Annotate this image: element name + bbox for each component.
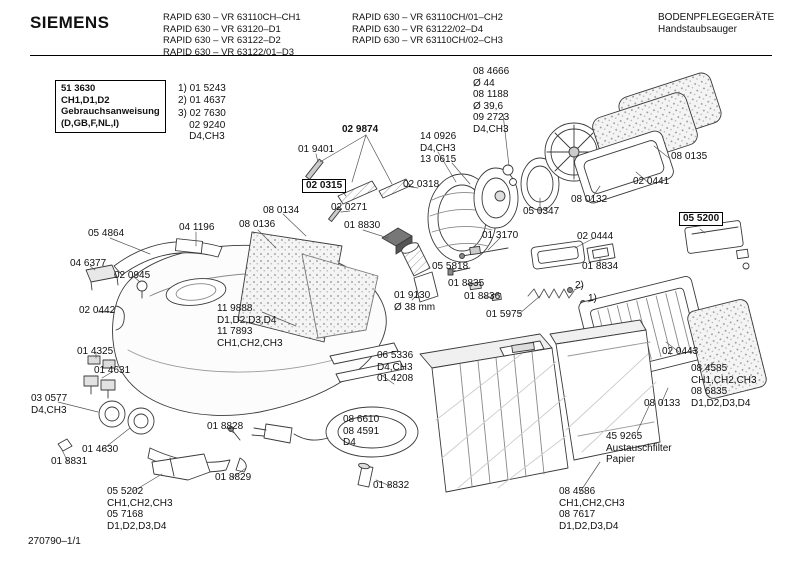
part-label-01-9401: 01 9401 [298,144,335,155]
model-line: RAPID 630 – VR 63122–D2 [163,35,281,46]
part-label-01-4325: 01 4325 [77,346,114,357]
part-label-01-8829: 01 8829 [215,472,252,483]
model-line: RAPID 630 – VR 63122/02–D4 [352,23,483,35]
part-label-01-8835: 01 8835 [448,278,485,289]
part-label-02-0315: 02 0315 [302,179,347,193]
part-label-08-0134: 08 0134 [263,205,300,216]
part-label-08-0133: 08 0133 [644,398,681,409]
part-label-08-4586: 08 4586 CH1,CH2,CH3 08 7617 D1,D2,D3,D4 [559,486,625,532]
seal-frame [530,240,586,270]
part-label-08-0135: 08 0135 [671,151,708,162]
part-label-01-8831: 01 8831 [51,456,88,467]
ref-label-2: 2) [575,280,584,291]
part-label-05-5200: 05 5200 [679,212,724,226]
elbow-pipe [401,242,439,303]
left-small-parts [57,264,247,481]
model-line: RAPID 630 – VR 63120–D1 [163,23,281,35]
part-label-08-4666: 08 4666 Ø 44 08 1188 Ø 39,6 09 2723 D4,C… [473,66,510,135]
part-label-02-0441: 02 0441 [633,176,670,187]
part-label-02-0318: 02 0318 [403,179,440,190]
part-label-01-4631: 01 4631 [94,365,131,376]
part-label-05-5818: 05 5818 [432,261,469,272]
part-label-01-9130: 01 9130 Ø 38 mm [394,290,436,313]
part-label-08-0132: 08 0132 [571,194,608,205]
manual-info-box: 51 3630 CH1,D1,D2 Gebrauchsanweisung (D,… [55,80,166,133]
motor-assembly [427,164,519,263]
part-label-02-0271: 02 0271 [331,202,368,213]
axle-parts [447,245,586,306]
part-label-08-4585: 08 4585 CH1,CH2,CH3 08 6835 D1,D2,D3,D4 [691,363,757,409]
dust-container-front [419,333,569,493]
part-label-03-0577: 03 0577 D4,CH3 [31,393,68,416]
power-cord [251,406,419,458]
legend-numbers-b: 3) 02 7630 02 9240 D4,CH3 [178,108,226,142]
part-label-01-8836: 01 8836 [464,291,501,302]
part-label-02-0442: 02 0442 [79,305,116,316]
leader-lines [57,113,715,493]
part-label-04-6377: 04 6377 [70,258,107,269]
part-label-06-5336: 06 5336 D4,CH3 01 4208 [377,350,414,384]
part-label-02-0443: 02 0443 [662,346,699,357]
model-line: RAPID 630 – VR 63110CH–CH1 [163,12,301,23]
part-label-05-0347: 05 0347 [523,206,560,217]
part-label-01-5975: 01 5975 [486,309,523,320]
document-number: 270790–1/1 [28,536,81,547]
part-label-02-9874: 02 9874 [342,124,379,135]
part-label-04-1196: 04 1196 [179,222,215,233]
part-label-45-9265: 45 9265 Austauschfilter Papier [606,431,672,465]
small-cover [684,220,750,270]
brand-logo: SIEMENS [30,13,110,32]
category-subtitle: Handstaubsauger [658,24,737,35]
part-label-02-0444: 02 0444 [577,231,614,242]
header-divider [30,55,772,56]
filter-frames [574,130,674,204]
ref-label-1: 1) [588,293,597,304]
model-list-col2: RAPID 630 – VR 63110CH/01–CH2 RAPID 630 … [352,12,503,47]
part-label-01-8828: 01 8828 [207,421,244,432]
valve-parts [305,158,411,222]
part-label-01-8832: 01 8832 [373,480,410,491]
category-header: BODENPFLEGEGERÄTE Handstaubsauger [658,12,774,36]
part-label-01-8834: 01 8834 [582,261,619,272]
part-label-01-3170: 01 3170 [482,230,519,241]
model-line: RAPID 630 – VR 63110CH/02–CH3 [352,35,503,46]
latch-part [174,238,204,254]
part-label-02-0945: 02 0945 [114,270,151,281]
part-label-08-0136: 08 0136 [239,219,276,230]
part-label-11-9888: 11 9888 D1,D2,D3,D4 11 7893 CH1,CH2,CH3 [217,303,283,349]
bracket [586,243,616,263]
dust-container-rear [549,319,661,461]
part-label-05-5202: 05 5202 CH1,CH2,CH3 05 7168 D1,D2,D3,D4 [107,486,173,532]
part-label-08-6610: 08 6610 08 4591 D4 [343,414,380,448]
exhaust-foam [687,299,767,399]
part-label-01-4630: 01 4630 [82,444,119,455]
small-cylinder [357,462,374,488]
part-label-14-0926: 14 0926 D4,CH3 13 0615 [420,131,457,165]
model-line: RAPID 630 – VR 63122/01–D3 [163,46,294,58]
flat-slats [329,342,405,383]
model-line: RAPID 630 – VR 63110CH/01–CH2 [352,12,503,23]
model-list-col1: RAPID 630 – VR 63110CH–CH1 RAPID 630 – V… [163,12,301,58]
part-label-01-8830: 01 8830 [344,220,381,231]
switch-part [381,227,413,255]
part-label-05-4864: 05 4864 [88,228,125,239]
body-foam-area [301,253,379,339]
category-title: BODENPFLEGEGERÄTE [658,12,775,23]
legend-numbers-a: 1) 01 5243 2) 01 4637 [178,83,226,106]
